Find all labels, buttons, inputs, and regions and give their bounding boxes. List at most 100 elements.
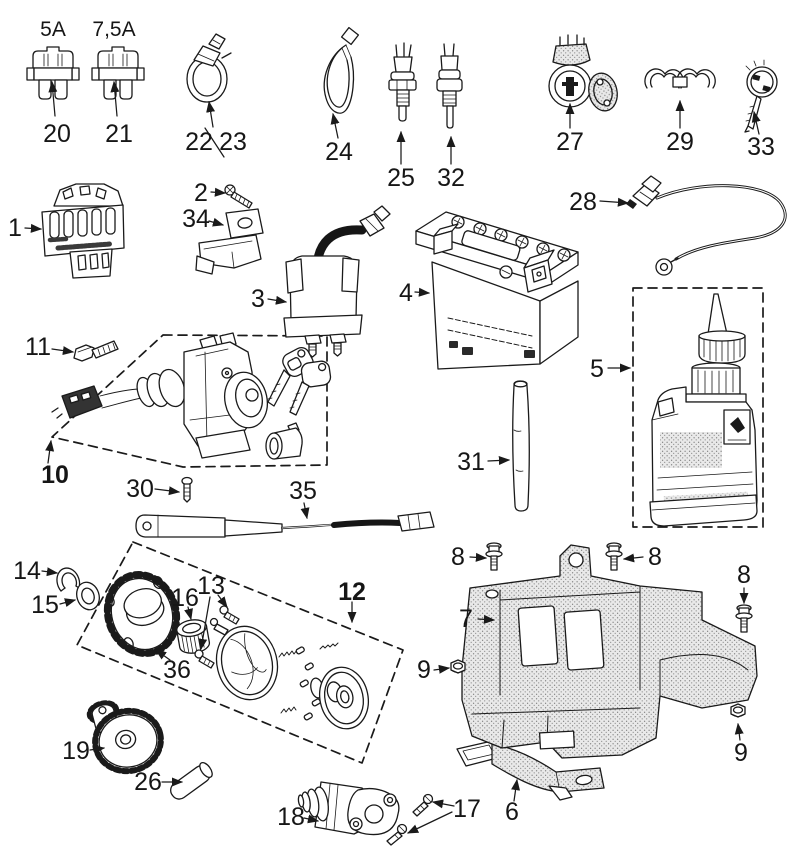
callout-2-arrow xyxy=(210,187,227,197)
callout-10-label: 10 xyxy=(41,461,69,489)
part-8-screw-middle xyxy=(605,542,623,571)
part-20-fuse-5a xyxy=(26,46,80,100)
part-8-screw-right xyxy=(735,604,753,633)
callout-3-arrow xyxy=(267,295,288,305)
callout-22-label: 22 xyxy=(185,128,213,156)
part-12-starter-clutch xyxy=(215,625,369,730)
callout-3-label: 3 xyxy=(251,285,265,313)
callout-33-arrow xyxy=(751,110,761,135)
fuse-rating-5a-label: 5A xyxy=(40,18,66,41)
part-10-ignition-switch-assembly xyxy=(51,332,332,460)
part-33-key xyxy=(744,59,778,133)
callout-17-arrow-b xyxy=(406,811,453,834)
part-26-roller-pin xyxy=(170,761,213,800)
callout-19-label: 19 xyxy=(62,737,90,765)
part-11-bolt xyxy=(73,340,119,362)
callout-8-left-arrow xyxy=(469,552,488,562)
part-28-ground-wire xyxy=(626,175,787,276)
callout-24-arrow xyxy=(330,112,340,139)
callout-21-arrow xyxy=(110,80,120,117)
part-34-bracket xyxy=(195,208,264,275)
dashed-box-12 xyxy=(76,541,404,764)
callout-7-label: 7 xyxy=(459,605,473,633)
part-22-23-hose-clamp xyxy=(186,33,232,103)
callout-9-left-arrow xyxy=(433,664,451,674)
part-31-hose xyxy=(512,380,530,512)
callout-18-label: 18 xyxy=(277,803,305,831)
part-18-starter-motor xyxy=(297,781,400,836)
callout-29-label: 29 xyxy=(666,128,694,156)
callout-30-arrow xyxy=(154,486,181,496)
callout-9-right-label: 9 xyxy=(734,739,748,767)
callout-1-arrow xyxy=(24,223,43,233)
part-19-idler-gear xyxy=(86,700,164,775)
callout-28-label: 28 xyxy=(569,188,597,216)
callout-27-label: 27 xyxy=(556,128,584,156)
callout-10-arrow xyxy=(45,439,55,464)
part-7-battery-box xyxy=(461,544,758,759)
part-9-nut-left xyxy=(450,659,466,674)
callout-labels: 5A 7,5A 20 21 22 23 24 25 32 27 29 33 1 … xyxy=(8,18,775,831)
callout-13-label: 13 xyxy=(197,572,225,600)
callout-33-label: 33 xyxy=(747,133,775,161)
part-10-lock-barrel xyxy=(265,422,303,460)
callout-35-arrow xyxy=(300,502,310,520)
part-14-lock-washer xyxy=(56,567,81,592)
callout-24-label: 24 xyxy=(325,138,353,166)
callout-36-label: 36 xyxy=(163,656,191,684)
callout-14-label: 14 xyxy=(13,557,41,585)
callout-4-label: 4 xyxy=(399,279,413,307)
callout-6-arrow xyxy=(511,778,521,802)
part-3-starter-relay xyxy=(283,205,391,358)
callout-17-label: 17 xyxy=(453,795,481,823)
callout-9-left-label: 9 xyxy=(417,656,431,684)
part-30-screw xyxy=(181,476,193,503)
part-27-lock-cylinder xyxy=(548,34,618,112)
callout-11-arrow xyxy=(51,346,75,356)
part-21-fuse-7-5a xyxy=(91,46,145,100)
fuse-rating-7-5a-label: 7,5A xyxy=(92,18,135,41)
callout-13-arrow-a xyxy=(217,594,228,608)
callout-16-arrow xyxy=(184,606,193,621)
callout-4-arrow xyxy=(414,287,431,297)
callout-8-middle-arrow xyxy=(622,553,644,563)
callout-20-arrow xyxy=(48,80,58,117)
part-15-washer xyxy=(76,581,100,611)
callout-8-right-label: 8 xyxy=(737,561,751,589)
dashed-box-5 xyxy=(632,287,764,528)
callout-15-arrow xyxy=(59,598,77,607)
leader-lines xyxy=(24,80,761,834)
callout-8-middle-label: 8 xyxy=(648,543,662,571)
callout-8-left-label: 8 xyxy=(451,543,465,571)
callout-13-arrow-b xyxy=(198,596,211,651)
callout-25-label: 25 xyxy=(387,164,415,192)
callout-14-arrow xyxy=(41,567,59,577)
callout-21-label: 21 xyxy=(105,120,133,148)
callout-1-label: 1 xyxy=(8,214,22,242)
part-10-keys xyxy=(267,347,332,416)
callout-26-label: 26 xyxy=(134,768,162,796)
callout-31-arrow xyxy=(487,455,511,465)
part-35-cable xyxy=(135,511,435,538)
part-25-sensor-switch xyxy=(388,42,417,122)
callout-35-label: 35 xyxy=(289,477,317,505)
callout-23-label: 23 xyxy=(219,128,247,156)
callout-31-label: 31 xyxy=(457,448,485,476)
part-13-screws xyxy=(194,605,240,669)
part-36-sprocket xyxy=(103,571,181,657)
part-4-battery xyxy=(415,211,579,370)
callout-30-label: 30 xyxy=(126,475,154,503)
callout-9-right-arrow xyxy=(734,722,744,741)
callout-12-label: 12 xyxy=(338,578,366,606)
part-24-cable-tie xyxy=(323,26,360,114)
callout-22-23-arrow xyxy=(206,100,216,128)
callout-34-label: 34 xyxy=(182,205,210,233)
callout-2-label: 2 xyxy=(194,179,208,207)
part-1-regulator-rectifier xyxy=(41,183,125,279)
part-17-screws xyxy=(386,793,434,846)
callout-18-arrow xyxy=(303,814,320,824)
part-8-screw-left xyxy=(485,542,503,571)
callout-17-arrow-a xyxy=(431,799,455,809)
part-32-sensor-switch xyxy=(436,43,463,129)
